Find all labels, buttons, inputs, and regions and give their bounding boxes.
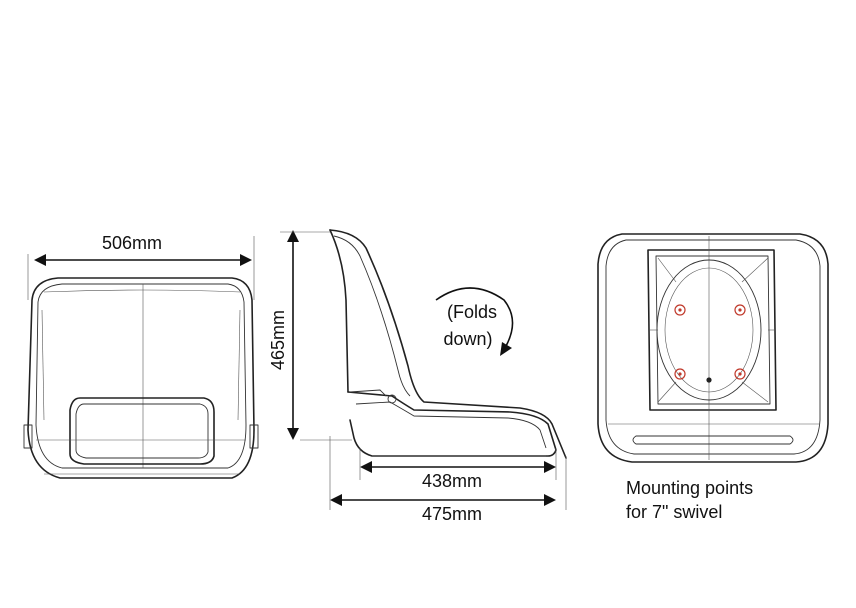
width-dimension: 506mm	[27, 233, 255, 300]
height-label: 465mm	[268, 310, 288, 370]
mounting-point-icon	[734, 368, 746, 380]
seat-depth-dimension: 438mm	[359, 448, 557, 491]
mounting-point-icon	[674, 368, 686, 380]
side-view	[329, 229, 567, 459]
front-view	[23, 277, 259, 479]
mounting-note-line1: Mounting points	[626, 478, 753, 498]
fold-note: (Folds down)	[435, 287, 514, 356]
fold-note-line1: (Folds	[447, 302, 497, 322]
fold-note-line2: down)	[443, 329, 492, 349]
mounting-note-line2: for 7" swivel	[626, 502, 722, 522]
overall-depth-dimension: 475mm	[329, 436, 567, 524]
height-dimension: 465mm	[268, 230, 352, 441]
mounting-point-icon	[674, 304, 686, 316]
bottom-view	[597, 233, 829, 463]
fold-arrow-icon	[435, 287, 514, 347]
overall-depth-label: 475mm	[422, 504, 482, 524]
width-label: 506mm	[102, 233, 162, 253]
mounting-note: Mounting points for 7" swivel	[626, 478, 753, 522]
mounting-point-icon	[734, 304, 746, 316]
seat-depth-label: 438mm	[422, 471, 482, 491]
